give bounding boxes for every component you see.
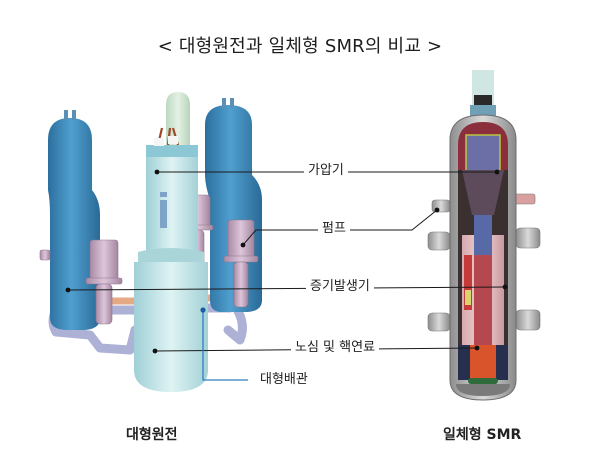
piping-leader-line	[202, 310, 248, 381]
label-pump: 펌프	[318, 221, 350, 237]
label-pressurizer: 가압기	[304, 163, 348, 179]
large-reactor-illustration	[39, 92, 262, 392]
label-steam-generator: 증기발생기	[306, 279, 374, 295]
integral-smr-illustration	[427, 70, 541, 401]
label-core-fuel: 노심 및 핵연료	[291, 340, 380, 356]
caption-integral-smr: 일체형 SMR	[443, 427, 522, 443]
page-title: < 대형원전과 일체형 SMR의 비교 >	[157, 36, 443, 57]
caption-large-reactor: 대형원전	[126, 427, 178, 443]
label-large-piping: 대형배관	[256, 372, 312, 388]
